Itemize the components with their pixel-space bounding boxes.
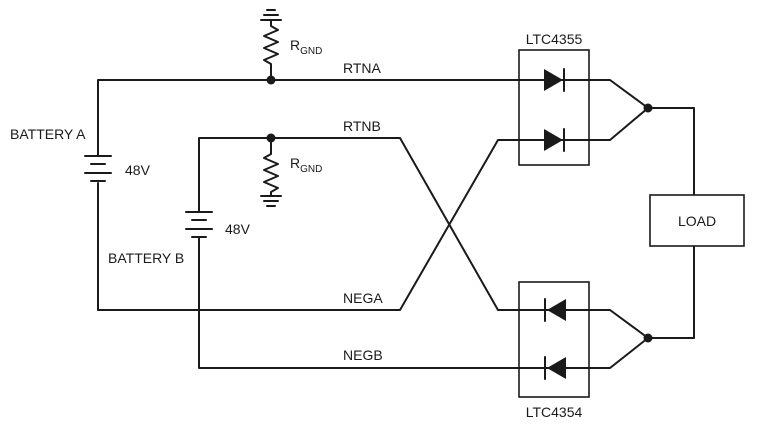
diode-rtna-icon: [544, 68, 565, 92]
rtna-label: RTNA: [343, 60, 382, 76]
rgnd-bottom-main: R: [290, 155, 300, 171]
ltc4354-box: [518, 281, 590, 398]
rgnd-bottom-resistor: [263, 147, 279, 197]
ltc4354-label: LTC4354: [526, 404, 583, 420]
negb-label: NEGB: [343, 347, 383, 363]
diode-nega-icon: [544, 128, 565, 152]
junction-rtna: [266, 75, 276, 85]
nega-wire: [97, 139, 578, 311]
rgnd-top-main: R: [290, 37, 300, 53]
rtnb-label: RTNB: [343, 118, 381, 134]
junction-top-merge: [643, 103, 653, 113]
battery-a-symbol: [84, 155, 112, 182]
load-top-wire: [647, 107, 695, 196]
load-box: [649, 194, 745, 247]
battery-b-label: BATTERY B: [108, 250, 184, 266]
ltc4355-box: [518, 49, 590, 166]
voltage-b-label: 48V: [225, 221, 251, 237]
diode-rtnb-icon: [544, 298, 566, 322]
rgnd-top-sub: GND: [300, 46, 322, 57]
junction-bottom-merge: [643, 333, 653, 343]
load-bottom-wire: [647, 245, 695, 339]
diode-negb-icon: [544, 356, 566, 380]
negb-wire: [198, 237, 578, 369]
rgnd-top-resistor: [263, 21, 279, 71]
ground-top-icon: [260, 9, 282, 23]
wiring: [97, 69, 695, 369]
load-label: LOAD: [678, 213, 716, 229]
battery-a-label: BATTERY A: [10, 126, 86, 142]
ltc4355-label: LTC4355: [526, 31, 583, 47]
junction-rtnb: [266, 133, 276, 143]
rgnd-bottom-label: RGND: [290, 155, 322, 175]
rgnd-top-label: RGND: [290, 37, 322, 57]
rgnd-bottom-sub: GND: [300, 164, 322, 175]
nega-label: NEGA: [343, 290, 383, 306]
voltage-a-label: 48V: [125, 162, 151, 178]
ground-bottom-icon: [260, 195, 282, 207]
junctions: [266, 75, 653, 343]
rtna-wire: [97, 79, 578, 156]
battery-b-symbol: [185, 211, 213, 238]
